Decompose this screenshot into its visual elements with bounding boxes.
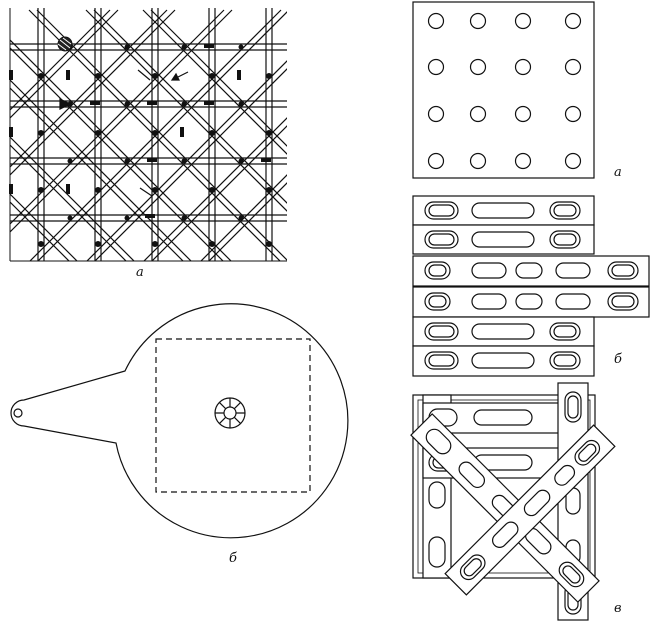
dashed-square-outline: [155, 338, 311, 493]
round-plate-panel: [10, 303, 349, 539]
strip-row-1: [412, 195, 595, 226]
strip-row-6: [412, 345, 595, 377]
lattice-arrows: [59, 69, 189, 197]
handle-hole: [13, 408, 23, 418]
holed-plate: [412, 1, 595, 179]
round-plate-body: [10, 303, 349, 539]
center-hub: [214, 397, 246, 429]
strip-row-2: [412, 224, 595, 255]
lattice-grid-panel: а: [9, 8, 287, 280]
lattice-nodes: [38, 44, 272, 247]
slotted-strips-panel: [412, 195, 650, 377]
lattice-lines: [10, 8, 287, 261]
hatched-round-piece-hatch: [57, 37, 72, 51]
lattice-frame: [9, 8, 287, 262]
holed-plate-panel: а: [412, 1, 622, 180]
label-lattice: а: [136, 265, 144, 280]
label-holed-plate: а: [614, 165, 622, 180]
strip-row-3-long: [412, 255, 650, 287]
lattice-bar-markers: [9, 44, 271, 218]
strip-row-4-long: [412, 286, 650, 318]
plate-holes: [427, 12, 582, 170]
label-round-plate: б: [229, 551, 237, 566]
label-assembled-strips: в: [614, 601, 622, 616]
strip-row-5: [412, 316, 595, 347]
assembled-strips-panel: [410, 382, 616, 621]
label-slotted-strips: б: [614, 352, 622, 367]
assembled-strip-diagonal-up: [444, 424, 616, 596]
